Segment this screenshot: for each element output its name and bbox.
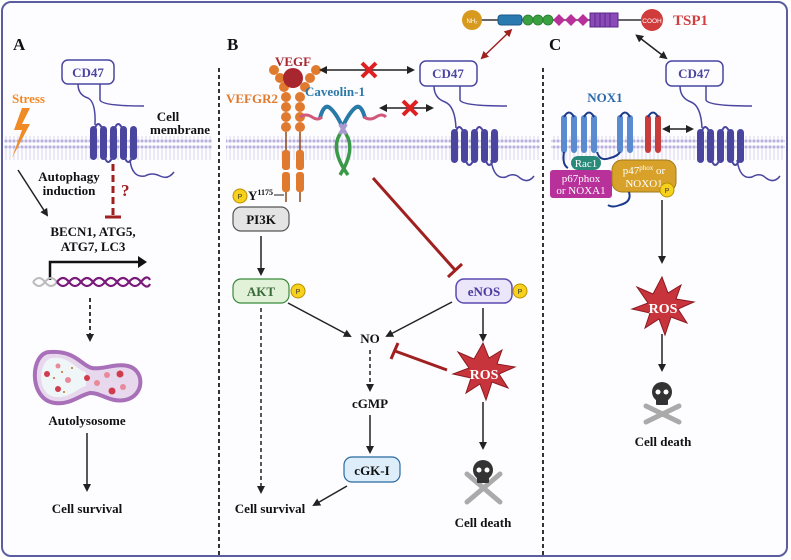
ros-star-b [451,341,517,402]
caveolin-inhibits-enos [371,177,457,271]
question-mark: ? [121,181,130,200]
cgki-node [343,456,401,483]
p67phox-label-1: p67phox [562,173,601,185]
enos-to-no-arrow [385,301,453,337]
vegf-label: VEGF [275,54,311,69]
pi3k-label: PI3K [246,212,277,227]
tsp1-protein: NH₂ COOH [462,9,663,31]
cell-membrane-label-2: membrane [150,122,210,137]
cgki-label: cGK-I [354,463,389,478]
no-label: NO [360,331,380,346]
cd47-label-a: CD47 [72,65,104,80]
tsp1-cd47-arrow-c [635,34,668,60]
panel-b-letter: B [227,35,238,54]
phospho-badge-enos: P [518,289,523,296]
phospho-badge-p47: P [665,188,670,195]
rac1-node [571,156,601,170]
genes-label-2: ATG7, LC3 [61,239,126,254]
enos-label: eNOS [468,284,501,299]
panel-a-letter: A [13,35,26,54]
cgmp-label: cGMP [352,396,388,411]
cgki-to-survival-arrow [312,485,348,506]
vegfr2-label: VEFGR2 [226,91,278,106]
cd47-receptor-c: CD47 [665,60,781,182]
lightning-bolt-icon [12,108,30,158]
rac1-label: Rac1 [575,158,598,170]
cell-survival-label-b: Cell survival [235,501,306,516]
transcription-arrow [48,260,140,280]
skull-crossbones-icon-c [643,382,682,425]
p47phox-label-1: p47phox or [623,164,666,177]
caveolin-label: Caveolin-1 [305,84,365,99]
dna-helix-icon [32,276,151,288]
autolysosome-label: Autolysosome [48,413,126,428]
autolysosome-icon [32,349,143,406]
cooh-terminus-icon [641,9,663,31]
skull-crossbones-icon-b [464,460,503,505]
autophagy-label-2: induction [43,183,97,198]
nox1-enzyme [561,111,661,169]
vegf-ligand-icon [283,68,303,88]
cell-death-label-b: Cell death [455,515,512,530]
y1175-label: Y1175 [248,188,273,203]
tsp1-label: TSP1 [673,13,708,29]
nox1-label: NOX1 [587,90,622,105]
akt-label: AKT [247,284,276,299]
cell-membrane-a [4,136,212,160]
phospho-badge-y1175: P [238,194,243,201]
cd47-receptor-a: CD47 [61,59,175,179]
nh2-terminus-icon [462,10,482,30]
p67phox-node [550,170,612,198]
nh2-label: NH₂ [467,19,479,25]
p67phox-label-2: or NOXA1 [556,185,605,197]
cell-survival-label-a: Cell survival [52,501,123,516]
genes-label-1: BECN1, ATG5, [50,224,135,239]
p47phox-node [611,159,677,193]
pi3k-node [232,206,290,232]
cell-membrane-label-1: Cell [157,109,180,124]
ros-label-b: ROS [470,368,499,383]
caveolin-1-protein [299,104,388,177]
ros-inhibits-no [394,349,448,372]
cd47-label-b: CD47 [432,66,464,81]
phospho-badge-akt: P [296,289,301,296]
ros-star-c [630,275,696,337]
cell-death-label-c: Cell death [635,434,692,449]
blocked-x-icon [360,61,378,79]
cd47-receptor-b: CD47 [419,60,535,182]
vegfr2-receptor [269,65,321,202]
stress-arrow [17,169,49,217]
stress-label: Stress [12,91,45,106]
ros-label-c: ROS [649,302,678,317]
cooh-label: COOH [642,18,662,25]
cd47-label-c: CD47 [678,66,710,81]
autophagy-label-1: Autophagy [38,169,100,184]
panel-c-letter: C [549,35,561,54]
akt-node [232,278,290,304]
blocked-x-icon-2 [401,99,419,117]
enos-node [455,278,513,304]
tsp1-cd47-arrow-b [480,28,513,60]
p47phox-label-2: NOXO1 [625,178,662,190]
akt-to-no-arrow [287,302,352,337]
